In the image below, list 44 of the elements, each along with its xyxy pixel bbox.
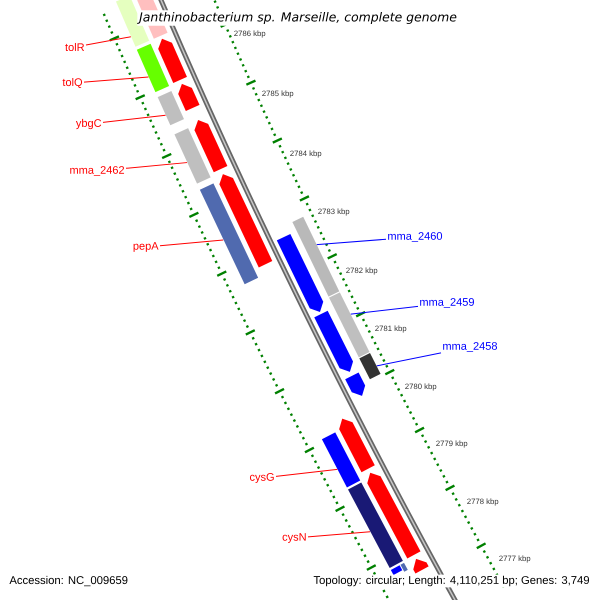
gene-label: mma_2459 <box>420 298 474 308</box>
gene-bar <box>345 372 366 396</box>
leader-line <box>102 114 166 123</box>
gene-label: cysG <box>250 473 274 483</box>
gene-label: mma_2460 <box>388 232 442 242</box>
gene-bar <box>276 234 324 312</box>
gene-bar <box>329 292 370 358</box>
gene-bar <box>200 183 258 284</box>
leader-line <box>86 36 132 46</box>
gene-label: mma_2462 <box>70 166 124 176</box>
gene-bar <box>314 310 354 372</box>
gene-bar <box>367 472 420 558</box>
leader-line <box>126 162 188 169</box>
gene-label: pepA <box>134 242 159 252</box>
leader-line <box>316 238 386 246</box>
gene-bar <box>136 44 170 92</box>
gene-label: mma_2458 <box>443 342 497 352</box>
gene-bar <box>400 562 408 572</box>
leader-line <box>84 76 149 83</box>
gene-bar <box>219 174 272 268</box>
leader-line <box>308 531 371 538</box>
leader-line <box>350 306 418 315</box>
gene-bar <box>322 432 360 488</box>
gene-bar <box>348 482 403 568</box>
accession-text: Accession: NC_009659 <box>8 574 130 588</box>
title: Janthinobacterium sp. Marseille, complete genome <box>137 10 459 26</box>
leader-line <box>160 240 224 246</box>
gene-bar <box>178 84 200 112</box>
genome-info-text: Topology: circular; Length: 4,110,251 bp; Genes: 3,749 <box>312 574 591 588</box>
gene-bar <box>158 91 184 126</box>
gene-bar <box>359 353 381 380</box>
leader-line <box>276 468 338 477</box>
gene-label: tolR <box>65 42 84 52</box>
gene-bar <box>292 216 340 297</box>
gene-label: tolQ <box>62 78 82 88</box>
gene-bar <box>390 565 402 575</box>
gene-bar <box>413 558 429 574</box>
leader-line <box>376 352 442 366</box>
gene-label: cysN <box>282 533 306 543</box>
gene-bar <box>194 120 228 172</box>
gene-bar <box>174 128 211 184</box>
gene-bar <box>339 418 375 472</box>
gene-bar <box>158 38 187 83</box>
gene-label: ybgC <box>76 118 102 130</box>
